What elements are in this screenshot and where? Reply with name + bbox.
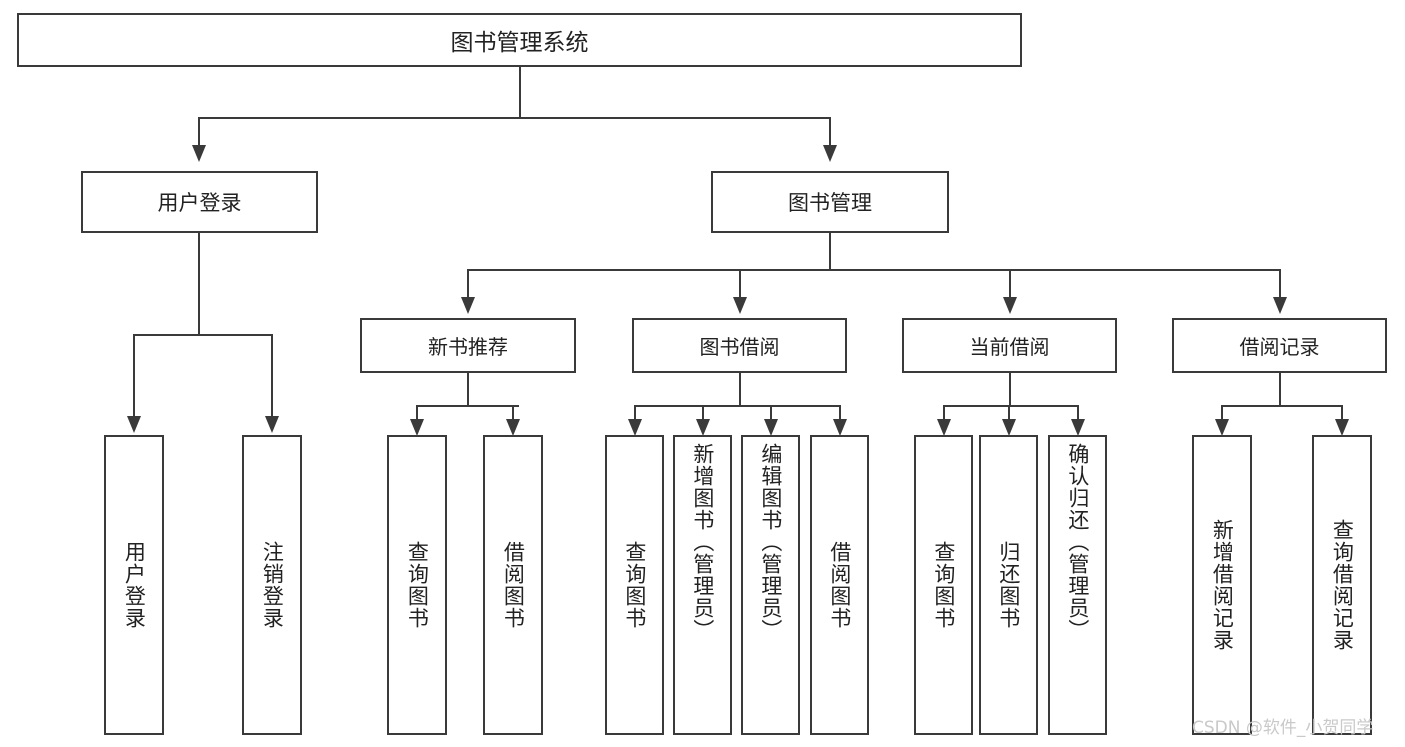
connector-user-login-stem (198, 233, 200, 335)
connector-br-leaf-2 (1341, 405, 1343, 420)
arrow-to-book-management (823, 145, 837, 162)
connector-br-leaf-1 (1221, 405, 1223, 420)
leaf-book-borrow-borrow[interactable]: 借阅图书 (810, 435, 869, 735)
leaf-label: 编辑图书（管理员） (758, 443, 783, 641)
connector-root-to-user-login (198, 117, 200, 145)
leaf-borrow-record-query[interactable]: 查询借阅记录 (1312, 435, 1372, 735)
leaf-label: 用户登录 (122, 541, 147, 629)
node-book-borrow[interactable]: 图书借阅 (632, 318, 847, 373)
watermark-text: CSDN @软件_小贺同学 (1192, 718, 1374, 738)
arrow-nb-leaf-2 (506, 419, 520, 436)
connector-book-management-stem (829, 233, 831, 270)
connector-user-login-bus (133, 334, 272, 336)
leaf-user-login-login[interactable]: 用户登录 (104, 435, 164, 735)
arrow-to-user-login (192, 145, 206, 162)
connector-borrow-record-stem (1279, 373, 1281, 406)
leaf-label: 新增借阅记录 (1210, 519, 1235, 651)
node-label: 借阅记录 (1239, 335, 1320, 359)
leaf-label: 新增图书（管理员） (690, 443, 715, 641)
node-current-borrow[interactable]: 当前借阅 (902, 318, 1117, 373)
arrow-bb-leaf-2 (696, 419, 710, 436)
leaf-borrow-record-add[interactable]: 新增借阅记录 (1192, 435, 1252, 735)
leaf-label: 归还图书 (996, 541, 1021, 629)
connector-root-bus (198, 117, 831, 119)
leaf-user-login-logout[interactable]: 注销登录 (242, 435, 302, 735)
node-label: 当前借阅 (969, 335, 1050, 359)
leaf-label: 查询借阅记录 (1330, 519, 1355, 651)
leaf-label: 查询图书 (622, 541, 647, 629)
leaf-label: 借阅图书 (501, 541, 526, 629)
connector-root-stem (519, 67, 521, 117)
node-user-login[interactable]: 用户登录 (81, 171, 318, 233)
leaf-label: 注销登录 (260, 541, 285, 629)
arrow-cb-leaf-3 (1071, 419, 1085, 436)
connector-bb-leaf-4 (839, 405, 841, 420)
arrow-bb-leaf-3 (764, 419, 778, 436)
arrow-bm-book-borrow (733, 297, 747, 314)
arrow-user-login-leaf-1 (127, 416, 141, 433)
leaf-book-borrow-edit[interactable]: 编辑图书（管理员） (741, 435, 800, 735)
connector-bm-to-book-borrow (739, 269, 741, 297)
connector-bm-to-current-borrow (1009, 269, 1011, 297)
leaf-new-book-borrow[interactable]: 借阅图书 (483, 435, 543, 735)
connector-bb-leaf-2 (702, 405, 704, 420)
leaf-label: 查询图书 (931, 541, 956, 629)
arrow-bb-leaf-1 (628, 419, 642, 436)
arrow-bm-new-book (461, 297, 475, 314)
connector-book-management-bus (467, 269, 1280, 271)
leaf-current-borrow-return[interactable]: 归还图书 (979, 435, 1038, 735)
arrow-cb-leaf-2 (1002, 419, 1016, 436)
arrow-nb-leaf-1 (410, 419, 424, 436)
connector-user-login-to-leaf-2 (271, 334, 273, 416)
node-label: 用户登录 (157, 191, 242, 215)
arrow-bm-borrow-record (1273, 297, 1287, 314)
connector-cb-leaf-2 (1008, 405, 1010, 420)
node-book-management[interactable]: 图书管理 (711, 171, 949, 233)
connector-new-book-bus (416, 405, 519, 407)
leaf-current-borrow-confirm-return[interactable]: 确认归还（管理员） (1048, 435, 1107, 735)
arrow-bb-leaf-4 (833, 419, 847, 436)
leaf-label: 查询图书 (405, 541, 430, 629)
leaf-book-borrow-add[interactable]: 新增图书（管理员） (673, 435, 732, 735)
leaf-current-borrow-query[interactable]: 查询图书 (914, 435, 973, 735)
node-label: 图书管理 (788, 191, 872, 215)
connector-nb-leaf-1 (416, 405, 418, 420)
node-borrow-record[interactable]: 借阅记录 (1172, 318, 1387, 373)
leaf-label: 确认归还（管理员） (1065, 443, 1090, 641)
node-label: 图书管理系统 (450, 30, 589, 56)
leaf-label: 借阅图书 (827, 541, 852, 629)
node-root-book-management-system[interactable]: 图书管理系统 (17, 13, 1022, 67)
connector-user-login-to-leaf-1 (133, 334, 135, 416)
connector-borrow-record-bus (1221, 405, 1342, 407)
arrow-br-leaf-2 (1335, 419, 1349, 436)
connector-cb-leaf-3 (1077, 405, 1079, 420)
connector-bb-leaf-3 (770, 405, 772, 420)
node-label: 新书推荐 (428, 335, 508, 359)
connector-book-borrow-bus (634, 405, 840, 407)
connector-current-borrow-stem (1009, 373, 1011, 406)
arrow-cb-leaf-1 (937, 419, 951, 436)
connector-nb-leaf-2 (512, 405, 514, 420)
arrow-bm-current-borrow (1003, 297, 1017, 314)
connector-bm-to-new-book (467, 269, 469, 297)
connector-cb-leaf-1 (943, 405, 945, 420)
arrow-br-leaf-1 (1215, 419, 1229, 436)
connector-current-borrow-bus (943, 405, 1078, 407)
node-new-book-recommend[interactable]: 新书推荐 (360, 318, 576, 373)
connector-book-borrow-stem (739, 373, 741, 406)
connector-new-book-stem (467, 373, 469, 406)
connector-bm-to-borrow-record (1279, 269, 1281, 297)
node-label: 图书借阅 (699, 335, 780, 359)
connector-root-to-book-management (829, 117, 831, 145)
leaf-book-borrow-query[interactable]: 查询图书 (605, 435, 664, 735)
connector-bb-leaf-1 (634, 405, 636, 420)
arrow-user-login-leaf-2 (265, 416, 279, 433)
leaf-new-book-query[interactable]: 查询图书 (387, 435, 447, 735)
